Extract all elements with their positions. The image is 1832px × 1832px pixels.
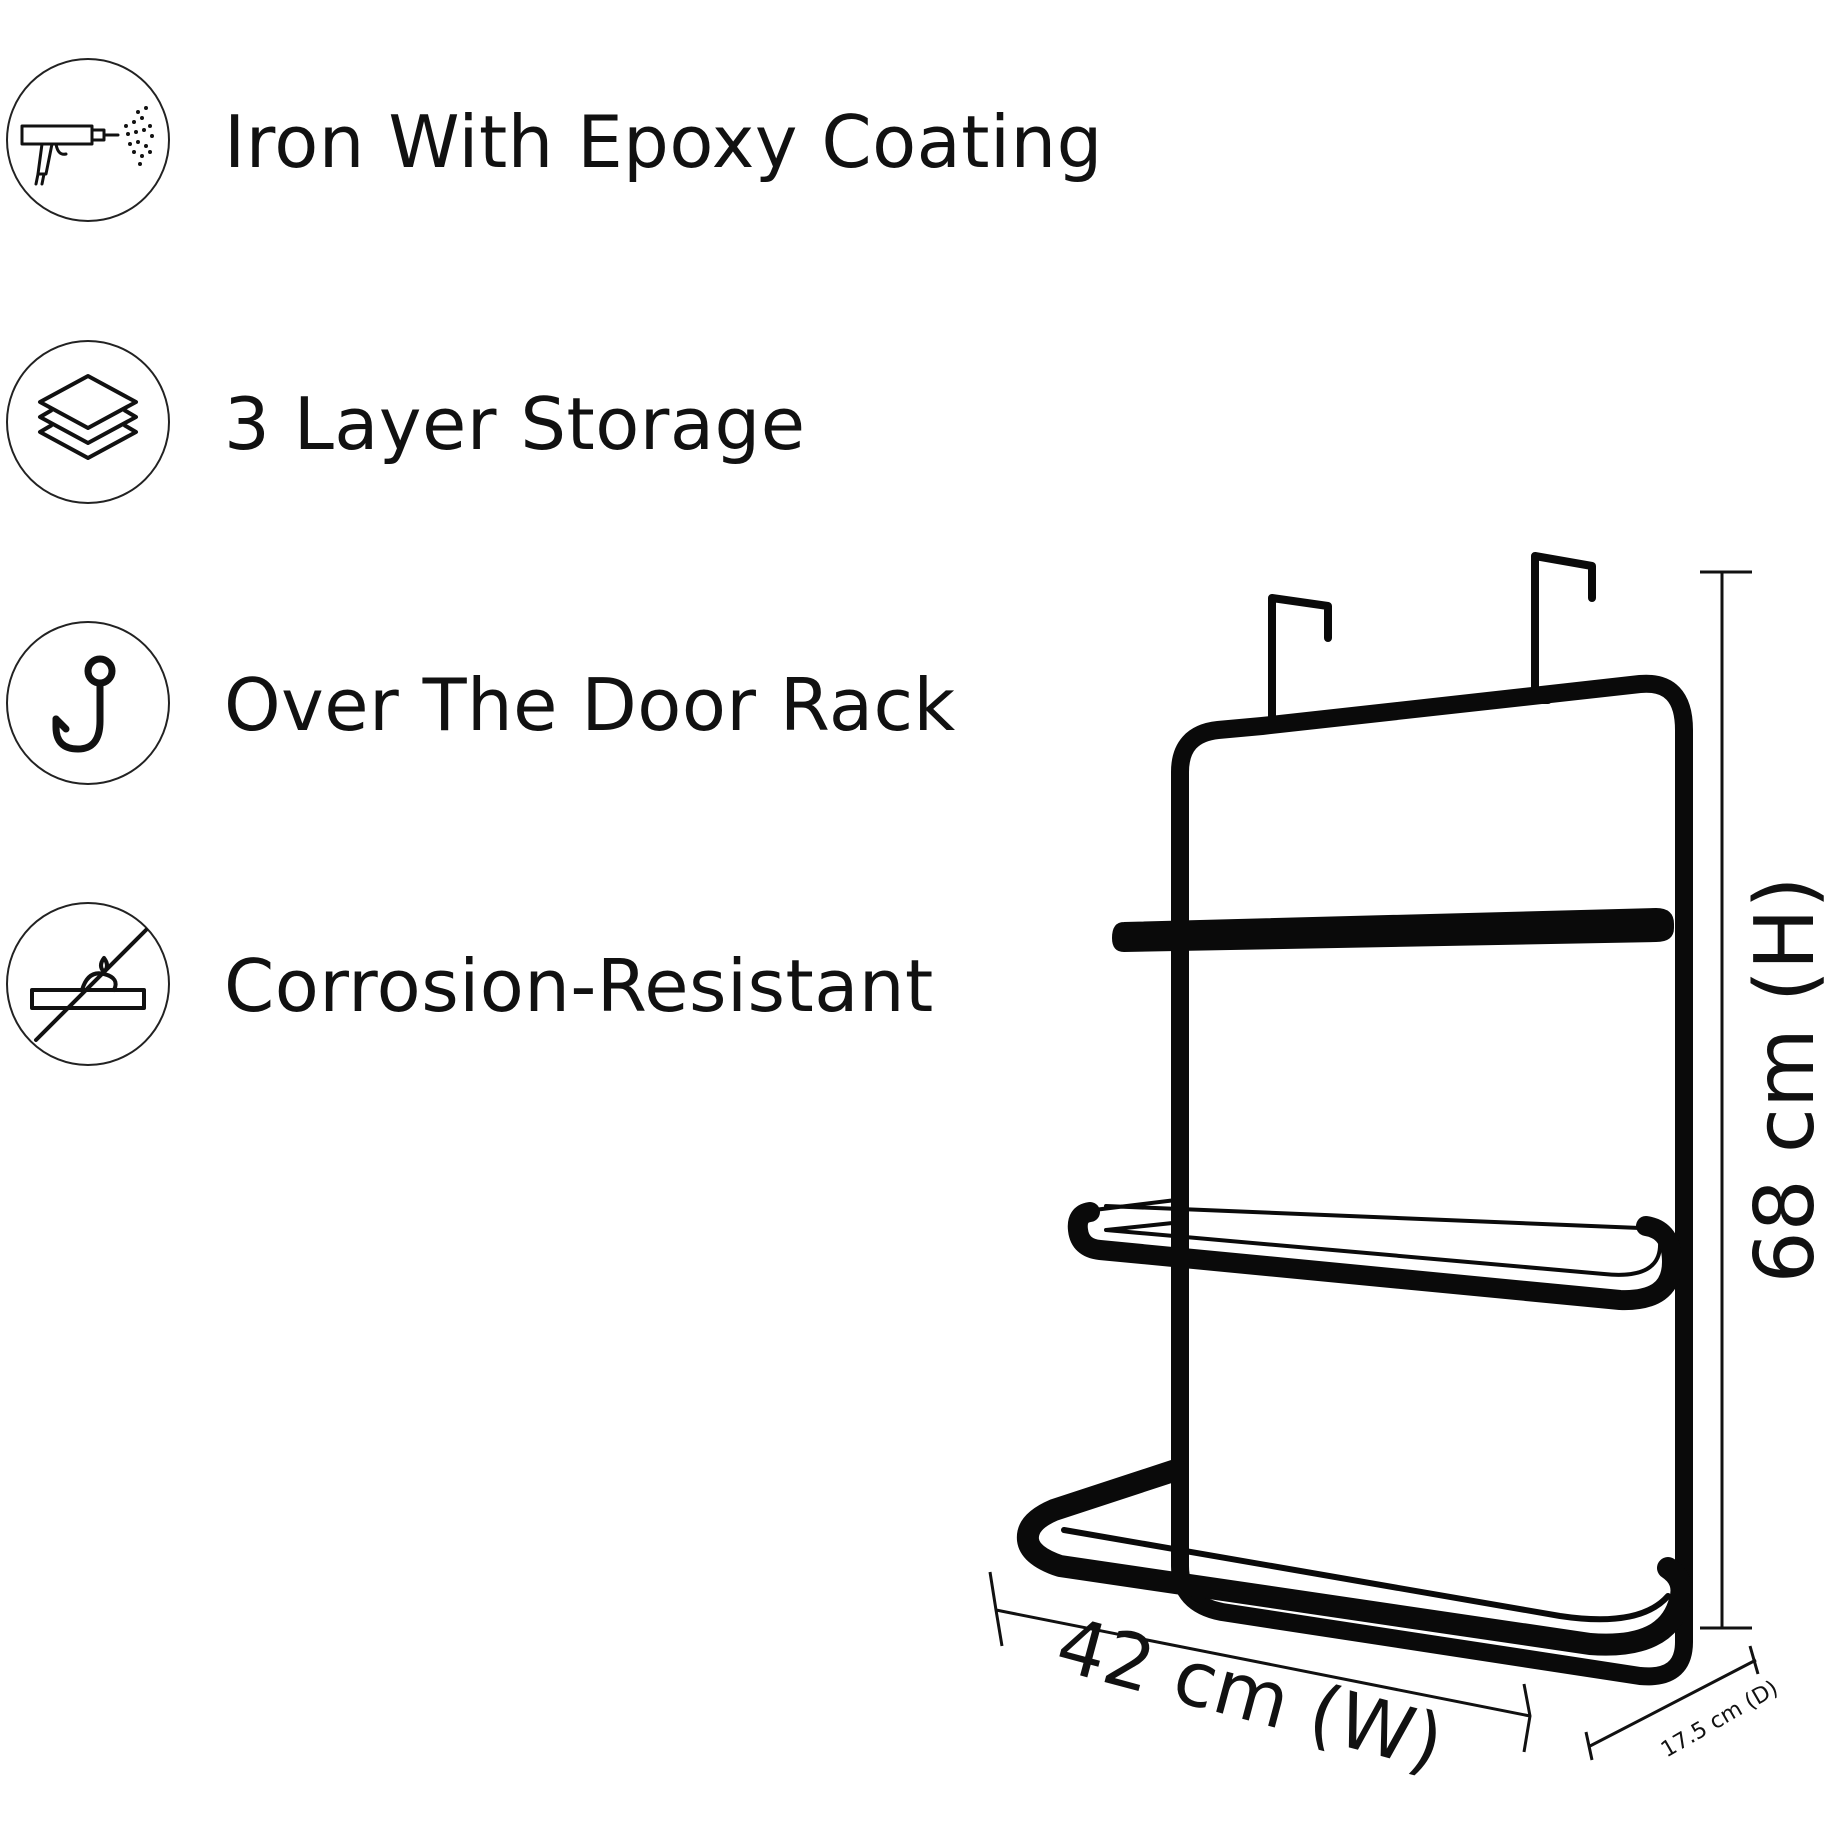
height-dimension-line	[1700, 570, 1752, 1630]
feature-label: Iron With Epoxy Coating	[224, 100, 1103, 184]
width-dimension-line	[988, 1571, 1532, 1753]
feature-epoxy-coating: Iron With Epoxy Coating	[6, 58, 1102, 226]
feature-label: Over The Door Rack	[224, 663, 956, 747]
right-door-hook	[1531, 552, 1596, 704]
height-dimension-label: 68 cm (H)	[1738, 876, 1832, 1284]
spray-gun-icon	[6, 58, 170, 222]
layers-icon	[6, 340, 170, 504]
feature-over-door: Over The Door Rack	[6, 621, 1046, 789]
rack-drawing	[988, 552, 1760, 1761]
shelf-bottom	[1016, 1459, 1693, 1656]
feature-label: Corrosion-Resistant	[224, 944, 934, 1028]
rack-illustration	[940, 540, 1832, 1832]
shelf-top	[1112, 908, 1674, 952]
back-frame	[1171, 674, 1693, 1686]
no-corrosion-icon	[6, 902, 170, 1066]
hook-icon	[6, 621, 170, 785]
left-door-hook	[1268, 594, 1332, 732]
depth-dimension-line	[1584, 1645, 1760, 1761]
feature-layer-storage: 3 Layer Storage	[6, 340, 1046, 508]
feature-label: 3 Layer Storage	[224, 382, 806, 466]
feature-corrosion-resistant: Corrosion-Resistant	[6, 902, 1046, 1070]
